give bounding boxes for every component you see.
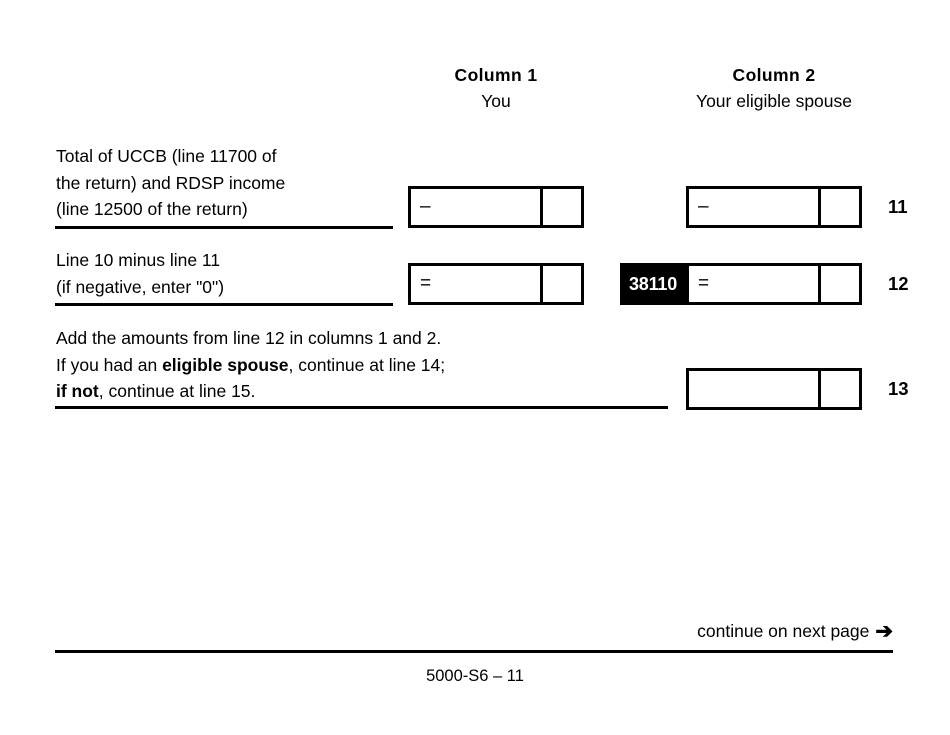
footer-divider bbox=[55, 650, 893, 653]
field-code-38110: 38110 bbox=[620, 263, 686, 305]
line-12-column-1-dollars[interactable]: = bbox=[411, 266, 543, 302]
line-13-label-bold-if-not: if not bbox=[56, 381, 99, 401]
line-11-column-1-cents[interactable] bbox=[543, 189, 581, 225]
continue-on-next-page-note: continue on next page➔ bbox=[697, 618, 893, 645]
form-code: 5000-S6 – 11 bbox=[426, 667, 524, 685]
line-13-label: Add the amounts from line 12 in columns … bbox=[56, 325, 676, 405]
column-2-header: Column 2 Your eligible spouse bbox=[686, 62, 862, 114]
line-13-column-2-cents[interactable] bbox=[821, 371, 859, 407]
line-13-column-2-dollars[interactable] bbox=[689, 371, 821, 407]
line-13-column-2-amount-box[interactable] bbox=[686, 368, 862, 410]
line-12-column-1-operator: = bbox=[420, 273, 432, 295]
line-11-column-1-amount-box[interactable]: – bbox=[408, 186, 584, 228]
column-2-subtitle: Your eligible spouse bbox=[696, 91, 852, 111]
line-12-column-2-operator: = bbox=[698, 273, 710, 295]
arrow-right-icon: ➔ bbox=[875, 620, 893, 643]
line-12-column-2-amount-box[interactable]: = bbox=[686, 263, 862, 305]
line-number-11: 11 bbox=[888, 196, 908, 217]
line-11-column-2-operator: – bbox=[698, 196, 709, 218]
line-11-underline bbox=[55, 226, 393, 229]
line-12-column-2-dollars[interactable]: = bbox=[689, 266, 821, 302]
column-1-header: Column 1 You bbox=[408, 62, 584, 114]
line-12-underline bbox=[55, 303, 393, 306]
line-13-underline bbox=[55, 406, 668, 409]
line-number-13: 13 bbox=[888, 378, 909, 399]
line-13-label-bold-eligible-spouse: eligible spouse bbox=[162, 354, 289, 375]
column-2-title: Column 2 bbox=[732, 65, 816, 85]
line-13-label-part3: , continue at line 15. bbox=[98, 381, 256, 401]
line-12-column-2-cents[interactable] bbox=[821, 266, 859, 302]
line-13-label-part2: , continue at line 14; bbox=[288, 354, 446, 375]
line-11-label: Total of UCCB (line 11700 of the return)… bbox=[56, 146, 286, 219]
line-11-column-2-amount-box[interactable]: – bbox=[686, 186, 862, 228]
line-11-column-2-cents[interactable] bbox=[821, 189, 859, 225]
line-11-column-2-dollars[interactable]: – bbox=[689, 189, 821, 225]
line-number-12: 12 bbox=[888, 273, 909, 294]
line-12-label: Line 10 minus line 11 (if negative, ente… bbox=[56, 250, 225, 297]
line-11-column-1-operator: – bbox=[420, 196, 431, 218]
continue-on-next-page-text: continue on next page bbox=[697, 621, 870, 641]
column-1-title: Column 1 bbox=[454, 65, 538, 85]
line-12-column-1-cents[interactable] bbox=[543, 266, 581, 302]
line-13-label-part1: Add the amounts from line 12 in columns … bbox=[56, 328, 442, 375]
column-1-subtitle: You bbox=[481, 91, 511, 111]
line-11-column-1-dollars[interactable]: – bbox=[411, 189, 543, 225]
line-12-column-1-amount-box[interactable]: = bbox=[408, 263, 584, 305]
